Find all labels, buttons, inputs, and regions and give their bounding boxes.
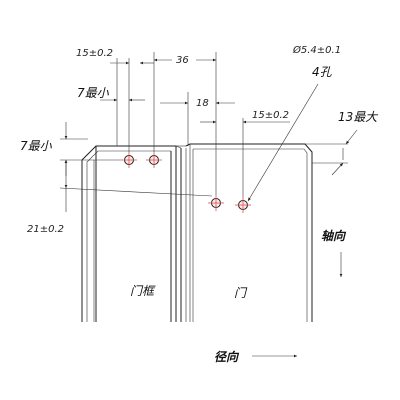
dim-21: 21±0.2	[27, 224, 64, 235]
hole-2	[146, 152, 162, 168]
dim-13-max: 13最大	[338, 110, 378, 124]
dim-hole-diameter: Ø5.4±0.1	[292, 44, 341, 56]
dim-18: 18	[196, 98, 209, 109]
dim-36: 36	[176, 55, 189, 66]
extension-lines	[59, 52, 348, 197]
dim-15-right: 15±0.2	[252, 110, 289, 121]
door-frame-profile	[81, 145, 187, 322]
door-profile	[185, 143, 313, 322]
label-frame: 门框	[130, 284, 156, 298]
hole-leader	[247, 83, 319, 202]
label-radial: 径向	[214, 350, 240, 364]
label-door: 门	[234, 286, 248, 300]
hole-4	[235, 197, 251, 213]
hole-3	[208, 195, 224, 211]
dim-hole-count: 4孔	[312, 65, 333, 79]
dim-7-horizontal: 7最小	[77, 86, 110, 100]
hole-1	[121, 152, 137, 168]
dim-15-left: 15±0.2	[76, 48, 113, 59]
dim-line-13	[345, 129, 358, 145]
dim-7-vertical: 7最小	[20, 139, 53, 153]
label-axial: 轴向	[321, 229, 347, 243]
